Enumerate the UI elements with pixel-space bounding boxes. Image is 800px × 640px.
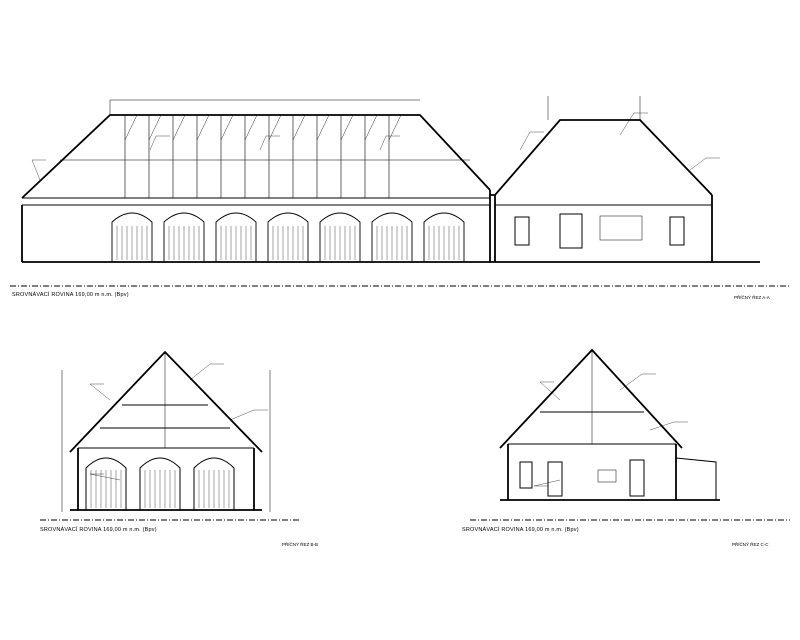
main-wing-a bbox=[21, 99, 491, 262]
annotation-leaders-b bbox=[89, 363, 268, 481]
section-c-c: SROVNÁVACÍ ROVINA 169,00 m n.m. (Bpv) PŘ… bbox=[462, 348, 790, 547]
annotation-leaders-a bbox=[31, 112, 720, 181]
gable-roof-c bbox=[499, 348, 683, 449]
datum-label-a: SROVNÁVACÍ ROVINA 169,00 m n.m. (Bpv) bbox=[12, 291, 129, 298]
right-wing-a bbox=[490, 96, 760, 263]
roof-trusses-a bbox=[60, 114, 470, 198]
section-title-c: PŘÍČNÝ ŘEZ C-C bbox=[732, 540, 769, 547]
section-a-a: SROVNÁVACÍ ROVINA 169,00 m n.m. (Bpv) PŘ… bbox=[10, 96, 790, 300]
annotation-leaders-c bbox=[533, 373, 688, 487]
grilles-b bbox=[90, 470, 230, 508]
gable-roof-b bbox=[69, 350, 263, 453]
datum-label-b: SROVNÁVACÍ ROVINA 169,00 m n.m. (Bpv) bbox=[40, 526, 157, 533]
arcade-openings-a bbox=[111, 212, 465, 262]
section-title-b: PŘÍČNÝ ŘEZ B-B bbox=[282, 540, 318, 547]
datum-label-c: SROVNÁVACÍ ROVINA 169,00 m n.m. (Bpv) bbox=[462, 526, 579, 533]
section-b-b: SROVNÁVACÍ ROVINA 169,00 m n.m. (Bpv) PŘ… bbox=[40, 350, 318, 547]
section-title-a: PŘÍČNÝ ŘEZ A-A bbox=[734, 293, 770, 300]
